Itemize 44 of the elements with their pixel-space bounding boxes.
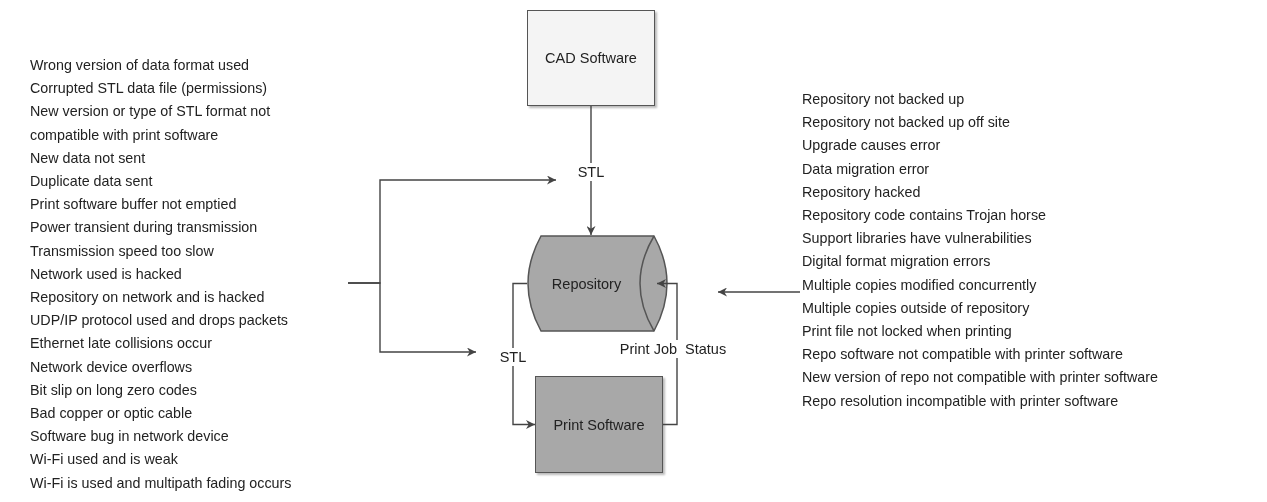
node-label: CAD Software: [545, 50, 637, 66]
failure-item: Repo resolution incompatible with printer software: [802, 391, 1120, 411]
failure-item: New version or type of STL format not compatible with print software: [30, 102, 272, 145]
node-label: Repository: [551, 275, 622, 292]
failure-item: Print file not locked when printing: [802, 322, 1013, 342]
edge-label: STL: [497, 348, 529, 366]
failure-item: Support libraries have vulnerabilities: [802, 229, 1033, 249]
arrow: [512, 282, 536, 429]
failure-item: Wi-Fi is used and multipath fading occurs: [30, 473, 293, 493]
arrow: [347, 282, 477, 357]
failure-item: UDP/IP protocol used and drops packets: [30, 311, 290, 331]
failure-item: Duplicate data sent: [30, 172, 154, 191]
failure-item: Bad copper or optic cable: [30, 404, 194, 424]
failure-item: Print software buffer not emptied: [30, 195, 238, 215]
failure-item: Repository code contains Trojan horse: [802, 206, 1047, 225]
failure-item: Repository on network and is hacked: [30, 288, 266, 308]
failure-item: Corrupted STL data file (permissions): [30, 79, 269, 99]
failure-item: Bit slip on long zero codes: [30, 380, 198, 400]
failure-item: Power transient during transmission: [30, 218, 259, 238]
failure-item: Network device overflows: [30, 357, 194, 377]
failure-item: Repo software not compatible with printer software: [802, 345, 1125, 365]
failure-item: Wrong version of data format used: [30, 56, 251, 75]
process-box: [527, 10, 655, 106]
failure-item: Software bug in network device: [30, 427, 230, 447]
failure-item: Wi-Fi used and is weak: [30, 450, 179, 470]
failure-item: Upgrade causes error: [802, 136, 942, 156]
arrow: [717, 287, 801, 297]
failure-item: Data migration error: [802, 159, 931, 179]
edge-label: Print Job Status: [617, 340, 729, 358]
failure-item: New data not sent: [30, 148, 147, 168]
failure-item: Repository not backed up off site: [802, 113, 1011, 133]
failure-item: New version of repo not compatible with printer software: [802, 368, 1159, 388]
failure-item: Repository not backed up: [802, 90, 966, 109]
failure-item: Ethernet late collisions occur: [30, 334, 213, 354]
failure-item: Repository hacked: [802, 182, 922, 202]
failure-item: Transmission speed too slow: [30, 241, 215, 261]
process-box: [535, 376, 663, 473]
failure-item: Multiple copies outside of repository: [802, 298, 1031, 318]
node-label: Print Software: [553, 416, 645, 433]
failure-item: Network used is hacked: [30, 264, 183, 284]
arrow: [656, 279, 678, 426]
edge-label: STL: [575, 163, 607, 181]
failure-item: Multiple copies modified concurrently: [802, 275, 1038, 295]
failure-item: Digital format migration errors: [802, 252, 992, 272]
